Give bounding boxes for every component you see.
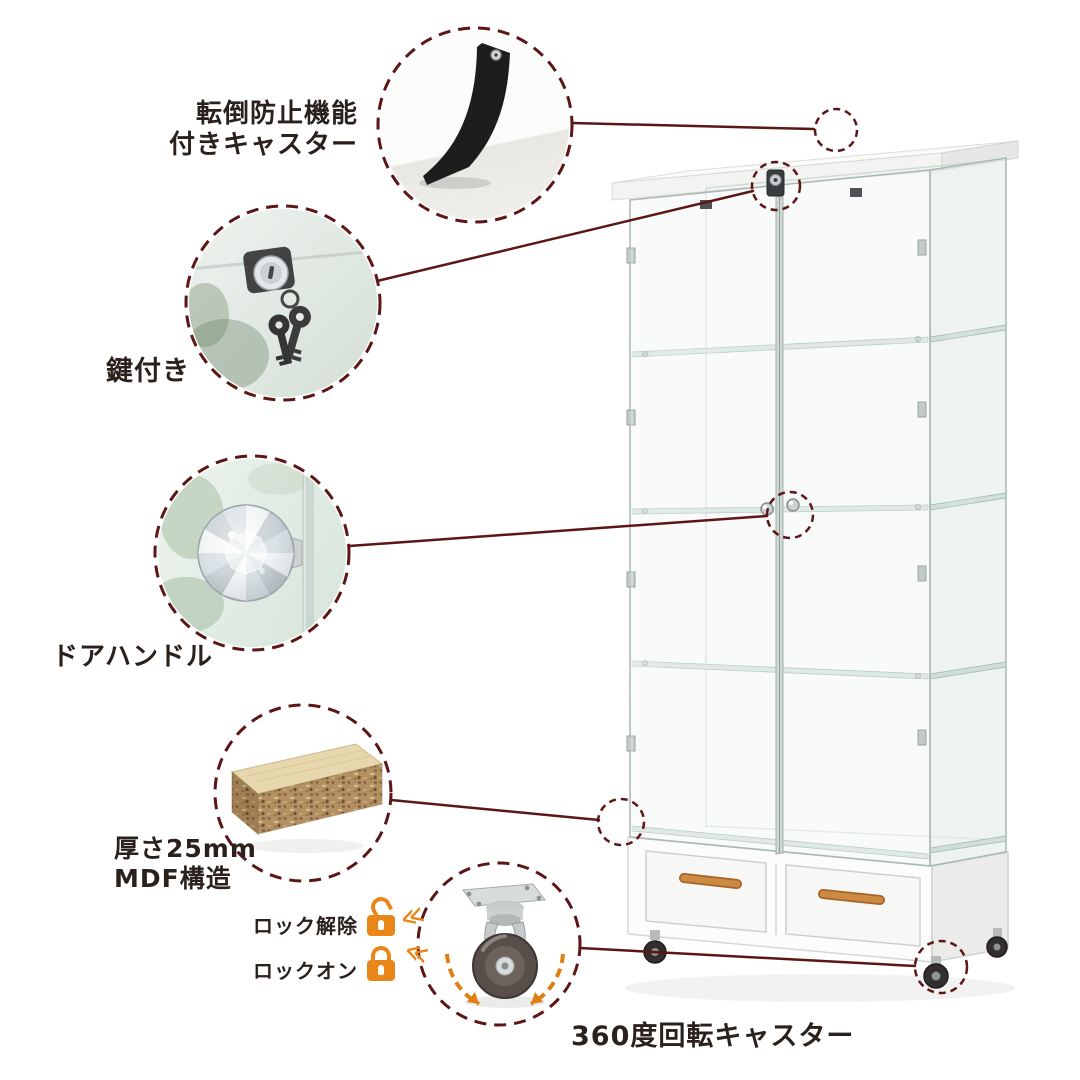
door-hinges: [626, 239, 927, 752]
mdf-label-line1: 厚さ25mm: [114, 834, 257, 863]
glass-side-panel: [929, 157, 1007, 867]
drawer-right: [785, 864, 921, 947]
lock-icon-body: [367, 960, 395, 981]
glass-shelves: [631, 336, 929, 860]
connector-caster: [578, 946, 917, 968]
lock-label: 鍵付き: [106, 356, 190, 387]
antitip-label-line1: 転倒防止機能: [195, 99, 358, 129]
glass-doors: [626, 169, 927, 855]
door-handle-label: ドアハンドル: [52, 642, 213, 672]
target-marker-mdf: [596, 797, 646, 847]
lock-icon-shackle: [371, 946, 391, 963]
target-marker-caster: [913, 939, 969, 995]
cabinet-lock: [766, 169, 785, 197]
target-marker-lock: [750, 160, 802, 212]
swivel-caster-icon: [445, 883, 565, 1008]
cabinet-top-panel: [611, 140, 1019, 201]
caster-front-right: [923, 956, 949, 989]
cabinet-shadow: [625, 974, 1015, 1002]
antitip-label-line2: 付きキャスター: [168, 130, 358, 160]
lock-icon: [364, 946, 398, 983]
lock-and-keys-icon: [189, 246, 377, 391]
connector-handle: [347, 514, 769, 548]
callout-lock-photo: [189, 209, 377, 397]
drawer-right-handle: [819, 890, 884, 904]
glass-front-panel: [629, 169, 931, 867]
caster-lock-on-label: ロックオン: [253, 959, 358, 983]
callout-handle-photo: [158, 459, 346, 647]
connector-mdf: [389, 798, 601, 822]
callout-antitip-photo: [381, 31, 569, 219]
crystal-knob-icon: [158, 459, 314, 647]
target-marker-handle: [765, 490, 815, 540]
callout-caster-photo: [421, 866, 577, 1022]
unlock-icon: [364, 893, 398, 938]
mdf-label: 厚さ25mm MDF構造: [114, 834, 257, 894]
caster-rotation-label: 360度回転キャスター: [571, 1021, 855, 1052]
caster-front-left: [643, 930, 667, 964]
target-marker-antitip: [813, 107, 859, 153]
caster-unlock-label: ロック解除: [253, 914, 358, 938]
anti-tip-strap-icon: [419, 43, 510, 189]
cabinet-base: [627, 836, 1009, 963]
caster-back-right: [986, 928, 1008, 958]
antitip-label: 転倒防止機能 付きキャスター: [138, 99, 358, 161]
door-knobs: [760, 498, 800, 516]
drawer-left: [645, 850, 767, 933]
mdf-label-line2: MDF構造: [114, 864, 232, 893]
glass-body: [629, 157, 1007, 867]
door-mullion: [775, 182, 784, 855]
drawer-left-handle: [680, 874, 741, 888]
unlock-icon-body: [367, 915, 395, 936]
connector-antitip: [570, 121, 816, 131]
glass-reflections: [630, 201, 975, 836]
casters: [643, 928, 1008, 989]
